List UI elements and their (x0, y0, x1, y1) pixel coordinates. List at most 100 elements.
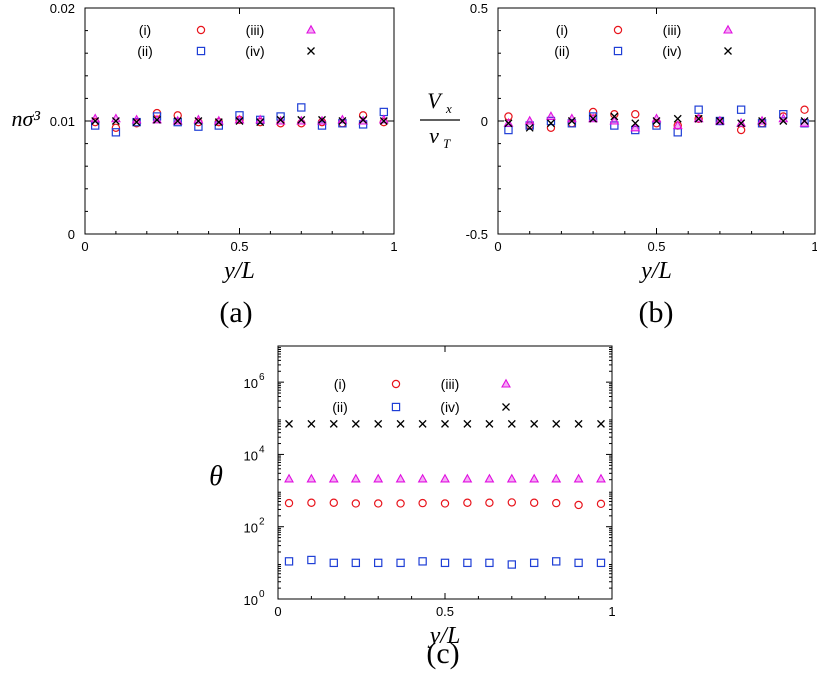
data-point (630, 122, 641, 132)
legend-marker (613, 46, 623, 56)
x-tick-label: 0.5 (230, 239, 248, 254)
data-point (506, 473, 517, 483)
data-point (597, 419, 605, 428)
data-point (574, 500, 583, 510)
legend-marker (307, 47, 315, 55)
data-point (567, 119, 577, 128)
data-point (546, 119, 555, 128)
data-point (546, 111, 556, 121)
data-point (285, 419, 293, 428)
series-4 (91, 115, 388, 127)
y-axis-label: θ (209, 461, 223, 492)
data-point (715, 117, 724, 125)
data-point (317, 121, 327, 130)
data-point (589, 114, 598, 123)
data-point (328, 473, 339, 483)
data-point (504, 119, 513, 128)
x-tick-label: 1 (608, 604, 615, 619)
y-tick-label: 10 (244, 593, 258, 608)
legend-label: (ii) (554, 43, 570, 59)
legend-label: (i) (139, 22, 151, 38)
y-tick-label: -0.5 (466, 227, 488, 242)
data-point (329, 498, 338, 507)
data-point (418, 498, 427, 508)
data-point (256, 118, 265, 127)
data-point (396, 558, 405, 568)
y-label-denominator: v (429, 123, 439, 148)
data-point (525, 121, 534, 130)
data-point (737, 119, 746, 128)
data-point (694, 114, 703, 123)
x-tick-label: 0.5 (436, 604, 454, 619)
series-3 (284, 473, 606, 483)
data-point (173, 117, 182, 127)
data-point (673, 114, 682, 123)
data-point (610, 112, 619, 121)
data-point (552, 557, 561, 566)
data-point (318, 115, 326, 124)
legend-label: (ii) (332, 399, 348, 415)
x-axis-label: y/L (222, 258, 255, 284)
x-axis-label: y/L (639, 258, 672, 284)
series-1 (284, 498, 606, 510)
data-point (736, 105, 746, 114)
legend-label: (i) (334, 376, 346, 392)
y-tick-exponent: 2 (259, 517, 265, 528)
data-point (529, 558, 539, 568)
y-tick-exponent: 6 (259, 372, 265, 383)
data-point (194, 117, 203, 125)
data-point (351, 419, 360, 428)
data-point (507, 419, 516, 428)
data-point (350, 473, 361, 483)
y-tick-label: 0 (481, 114, 488, 129)
data-point (462, 473, 473, 483)
legend-marker (391, 402, 401, 412)
y-tick-mantissa: 10 (244, 448, 258, 463)
data-point (214, 118, 223, 127)
legend-marker (196, 46, 206, 56)
x-tick-label: 1 (390, 239, 397, 254)
data-point (329, 558, 338, 568)
data-point (779, 117, 788, 125)
data-point (307, 555, 316, 565)
data-point (418, 419, 427, 428)
data-point (530, 419, 539, 428)
data-point (297, 115, 306, 124)
data-point (673, 128, 682, 137)
data-point (297, 103, 306, 112)
y-tick-mantissa: 10 (244, 521, 258, 536)
panel-label: (b) (639, 296, 674, 329)
data-point (596, 473, 606, 483)
data-point (440, 499, 450, 508)
data-point (596, 499, 606, 509)
data-point (507, 498, 516, 507)
data-point (379, 107, 389, 117)
data-point (504, 125, 513, 135)
data-point (395, 473, 406, 483)
data-point (484, 473, 495, 483)
data-point (588, 112, 598, 121)
y-label-numerator: V (427, 88, 443, 113)
data-point (417, 473, 428, 483)
data-point (758, 117, 767, 125)
legend-label: (iii) (246, 22, 265, 38)
series-4 (504, 112, 809, 132)
data-point (694, 105, 703, 114)
y-tick-mantissa: 10 (244, 376, 258, 391)
data-point (507, 560, 517, 569)
series-4 (285, 419, 605, 428)
data-point (374, 499, 383, 508)
data-point (440, 473, 450, 483)
data-point (800, 117, 809, 125)
data-point (596, 558, 606, 568)
y-label-numerator-subscript: x (445, 101, 452, 116)
legend-marker (613, 25, 623, 35)
legend-marker (501, 378, 511, 388)
data-point (574, 558, 583, 568)
data-point (284, 498, 294, 508)
data-point (546, 116, 556, 126)
x-tick-label: 1 (811, 239, 817, 254)
